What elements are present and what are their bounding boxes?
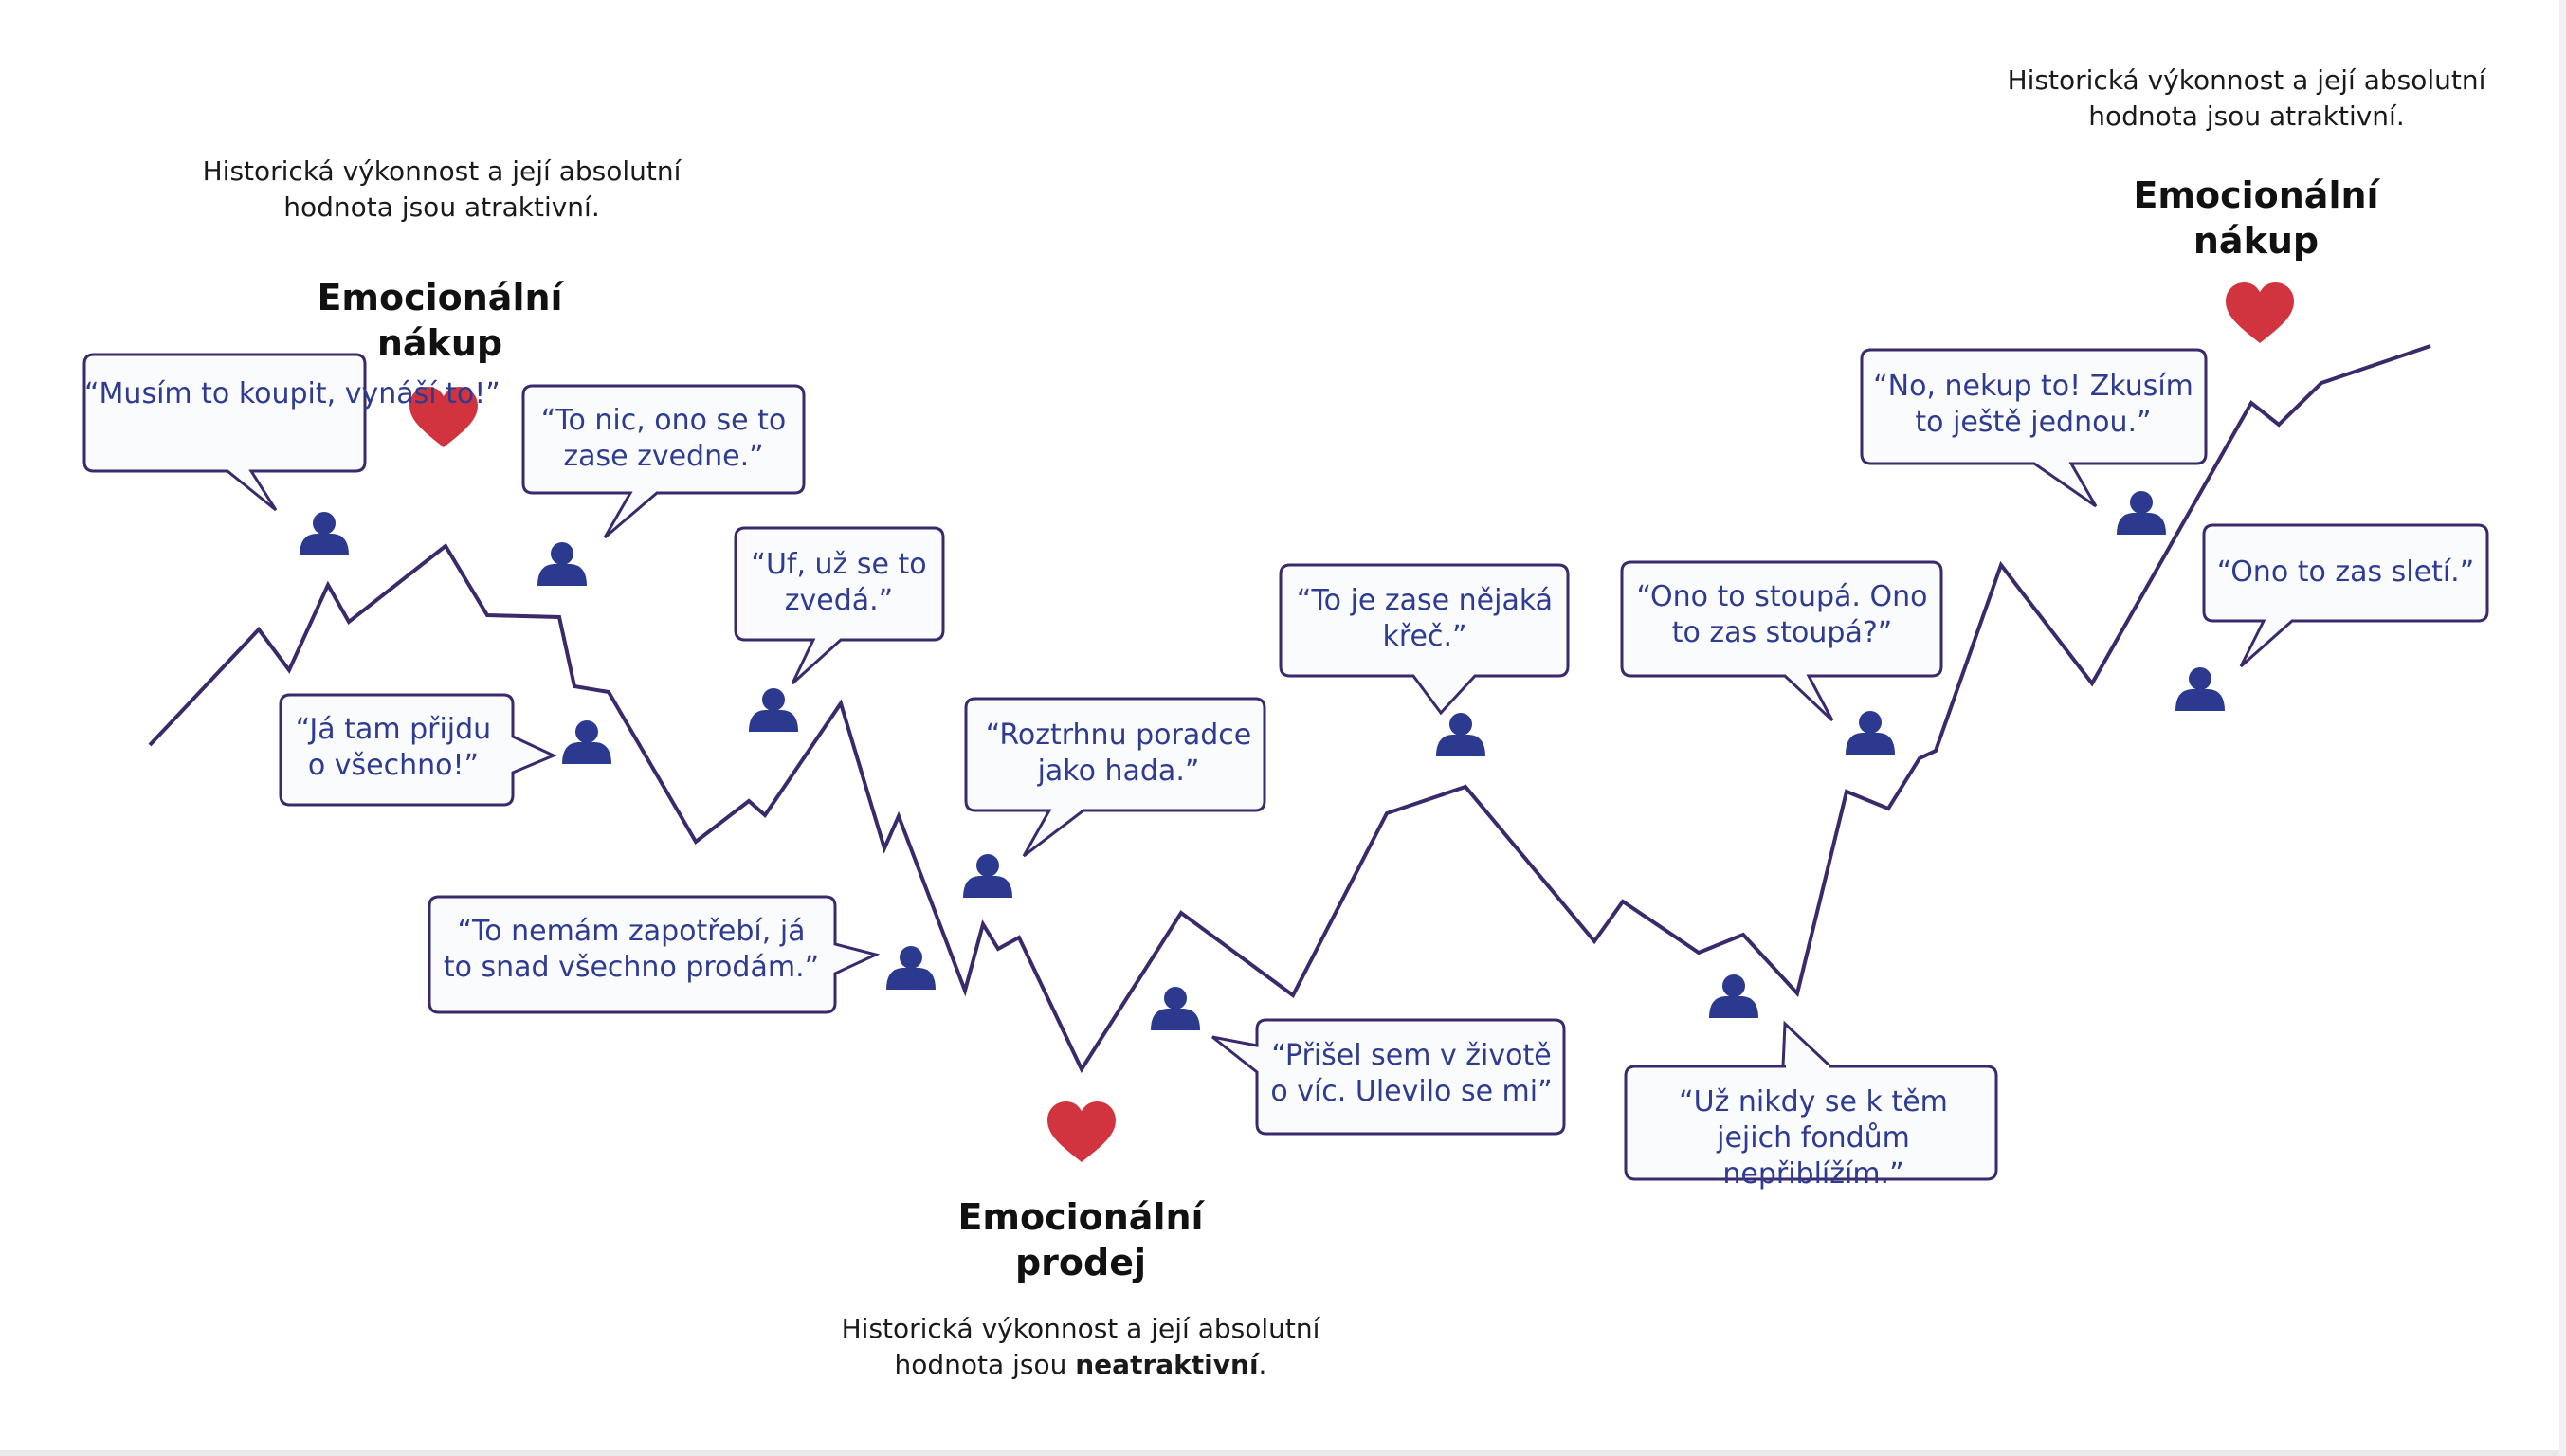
quote-12: “Ono to zas sletí.” [2216, 555, 2475, 589]
right-border [2559, 0, 2566, 1456]
person-icon [2117, 491, 2166, 535]
person-icon [1151, 987, 1200, 1030]
title-buy-1-line1: Emocionální [317, 277, 563, 318]
quote-8: “To je zase nějaká křeč.” [1296, 584, 1554, 653]
speech-bubble-3 [521, 384, 806, 539]
speech-bubble-7 [1211, 1018, 1566, 1136]
person-icon [963, 854, 1012, 898]
speech-bubble-10 [1624, 1020, 1998, 1181]
heart-icon [2226, 282, 2294, 343]
person-icon [537, 542, 587, 586]
title-buy-1-line2: nákup [376, 322, 503, 364]
context-sell-line1: Historická výkonnost a její absolutní [841, 1313, 1320, 1344]
heart-icon [1047, 1101, 1116, 1162]
price-line [148, 344, 2431, 1074]
quote-6: “Roztrhnu poradce jako hada.” [985, 719, 1252, 788]
title-emotional-sell: Emocionální prodej [910, 1194, 1251, 1285]
quote-4: “Uf, už se to zvedá.” [751, 548, 927, 617]
speech-bubble-8 [1279, 563, 1570, 716]
bottom-border [0, 1450, 2566, 1456]
speech-bubble-1 [82, 353, 367, 512]
title-emotional-buy-2: Emocionální nákup [2085, 173, 2427, 264]
person-icon [886, 946, 936, 990]
person-icon [1709, 974, 1758, 1018]
context-buy-2-line1: Historická výkonnost a její absolutní [2007, 64, 2486, 96]
title-sell-line2: prodej [1014, 1242, 1147, 1283]
speech-bubble-6 [964, 697, 1266, 858]
person-icon [2175, 667, 2225, 711]
context-buy-1-line2: hodnota jsou atraktivní. [283, 191, 600, 223]
person-icon [300, 512, 349, 555]
quote-3: “To nic, ono se to zase zvedne.” [540, 404, 787, 473]
person-icon [562, 720, 611, 764]
speech-bubble-9 [1620, 560, 1943, 722]
speech-bubble-12 [2202, 523, 2489, 668]
speech-bubble-5 [428, 895, 881, 1014]
speech-bubble-11 [1860, 348, 2208, 508]
context-buy-1: Historická výkonnost a její absolutní ho… [161, 154, 722, 226]
context-sell-line2-suffix: . [1258, 1349, 1267, 1380]
quote-7: “Přišel sem v životě o víc. Ulevilo se m… [1270, 1039, 1553, 1108]
quote-10: “Už nikdy se k těm jejich fondům nepřibl… [1679, 1085, 1948, 1191]
person-icon [1846, 711, 1895, 755]
quote-9: “Ono to stoupá. Ono to zas stoupá?” [1636, 580, 1928, 649]
speech-bubble-2 [279, 693, 557, 807]
context-buy-2: Historická výkonnost a její absolutní ho… [1967, 63, 2526, 135]
quote-11: “No, nekup to! Zkusím to ještě jednou.” [1873, 370, 2193, 439]
quote-2: “Já tam přijdu o všechno!” [295, 713, 492, 782]
title-emotional-buy-1: Emocionální nákup [269, 275, 610, 366]
speech-bubble-4 [734, 526, 945, 685]
context-buy-1-line1: Historická výkonnost a její absolutní [202, 155, 682, 187]
context-sell-line2-bold: neatraktivní [1075, 1349, 1259, 1380]
title-buy-2-line2: nákup [2193, 220, 2320, 262]
context-sell: Historická výkonnost a její absolutní ho… [801, 1311, 1360, 1383]
person-icon [749, 688, 798, 732]
person-icon [1436, 713, 1485, 756]
context-buy-2-line2: hodnota jsou atraktivní. [2088, 100, 2405, 132]
context-sell-line2-prefix: hodnota jsou [894, 1349, 1076, 1380]
quote-1: “Musím to koupit, vynáší to!” [84, 377, 500, 410]
title-sell-line1: Emocionální [957, 1196, 1204, 1238]
quote-5: “To nemám zapotřebí, já to snad všechno … [443, 915, 820, 984]
title-buy-2-line1: Emocionální [2133, 174, 2379, 216]
